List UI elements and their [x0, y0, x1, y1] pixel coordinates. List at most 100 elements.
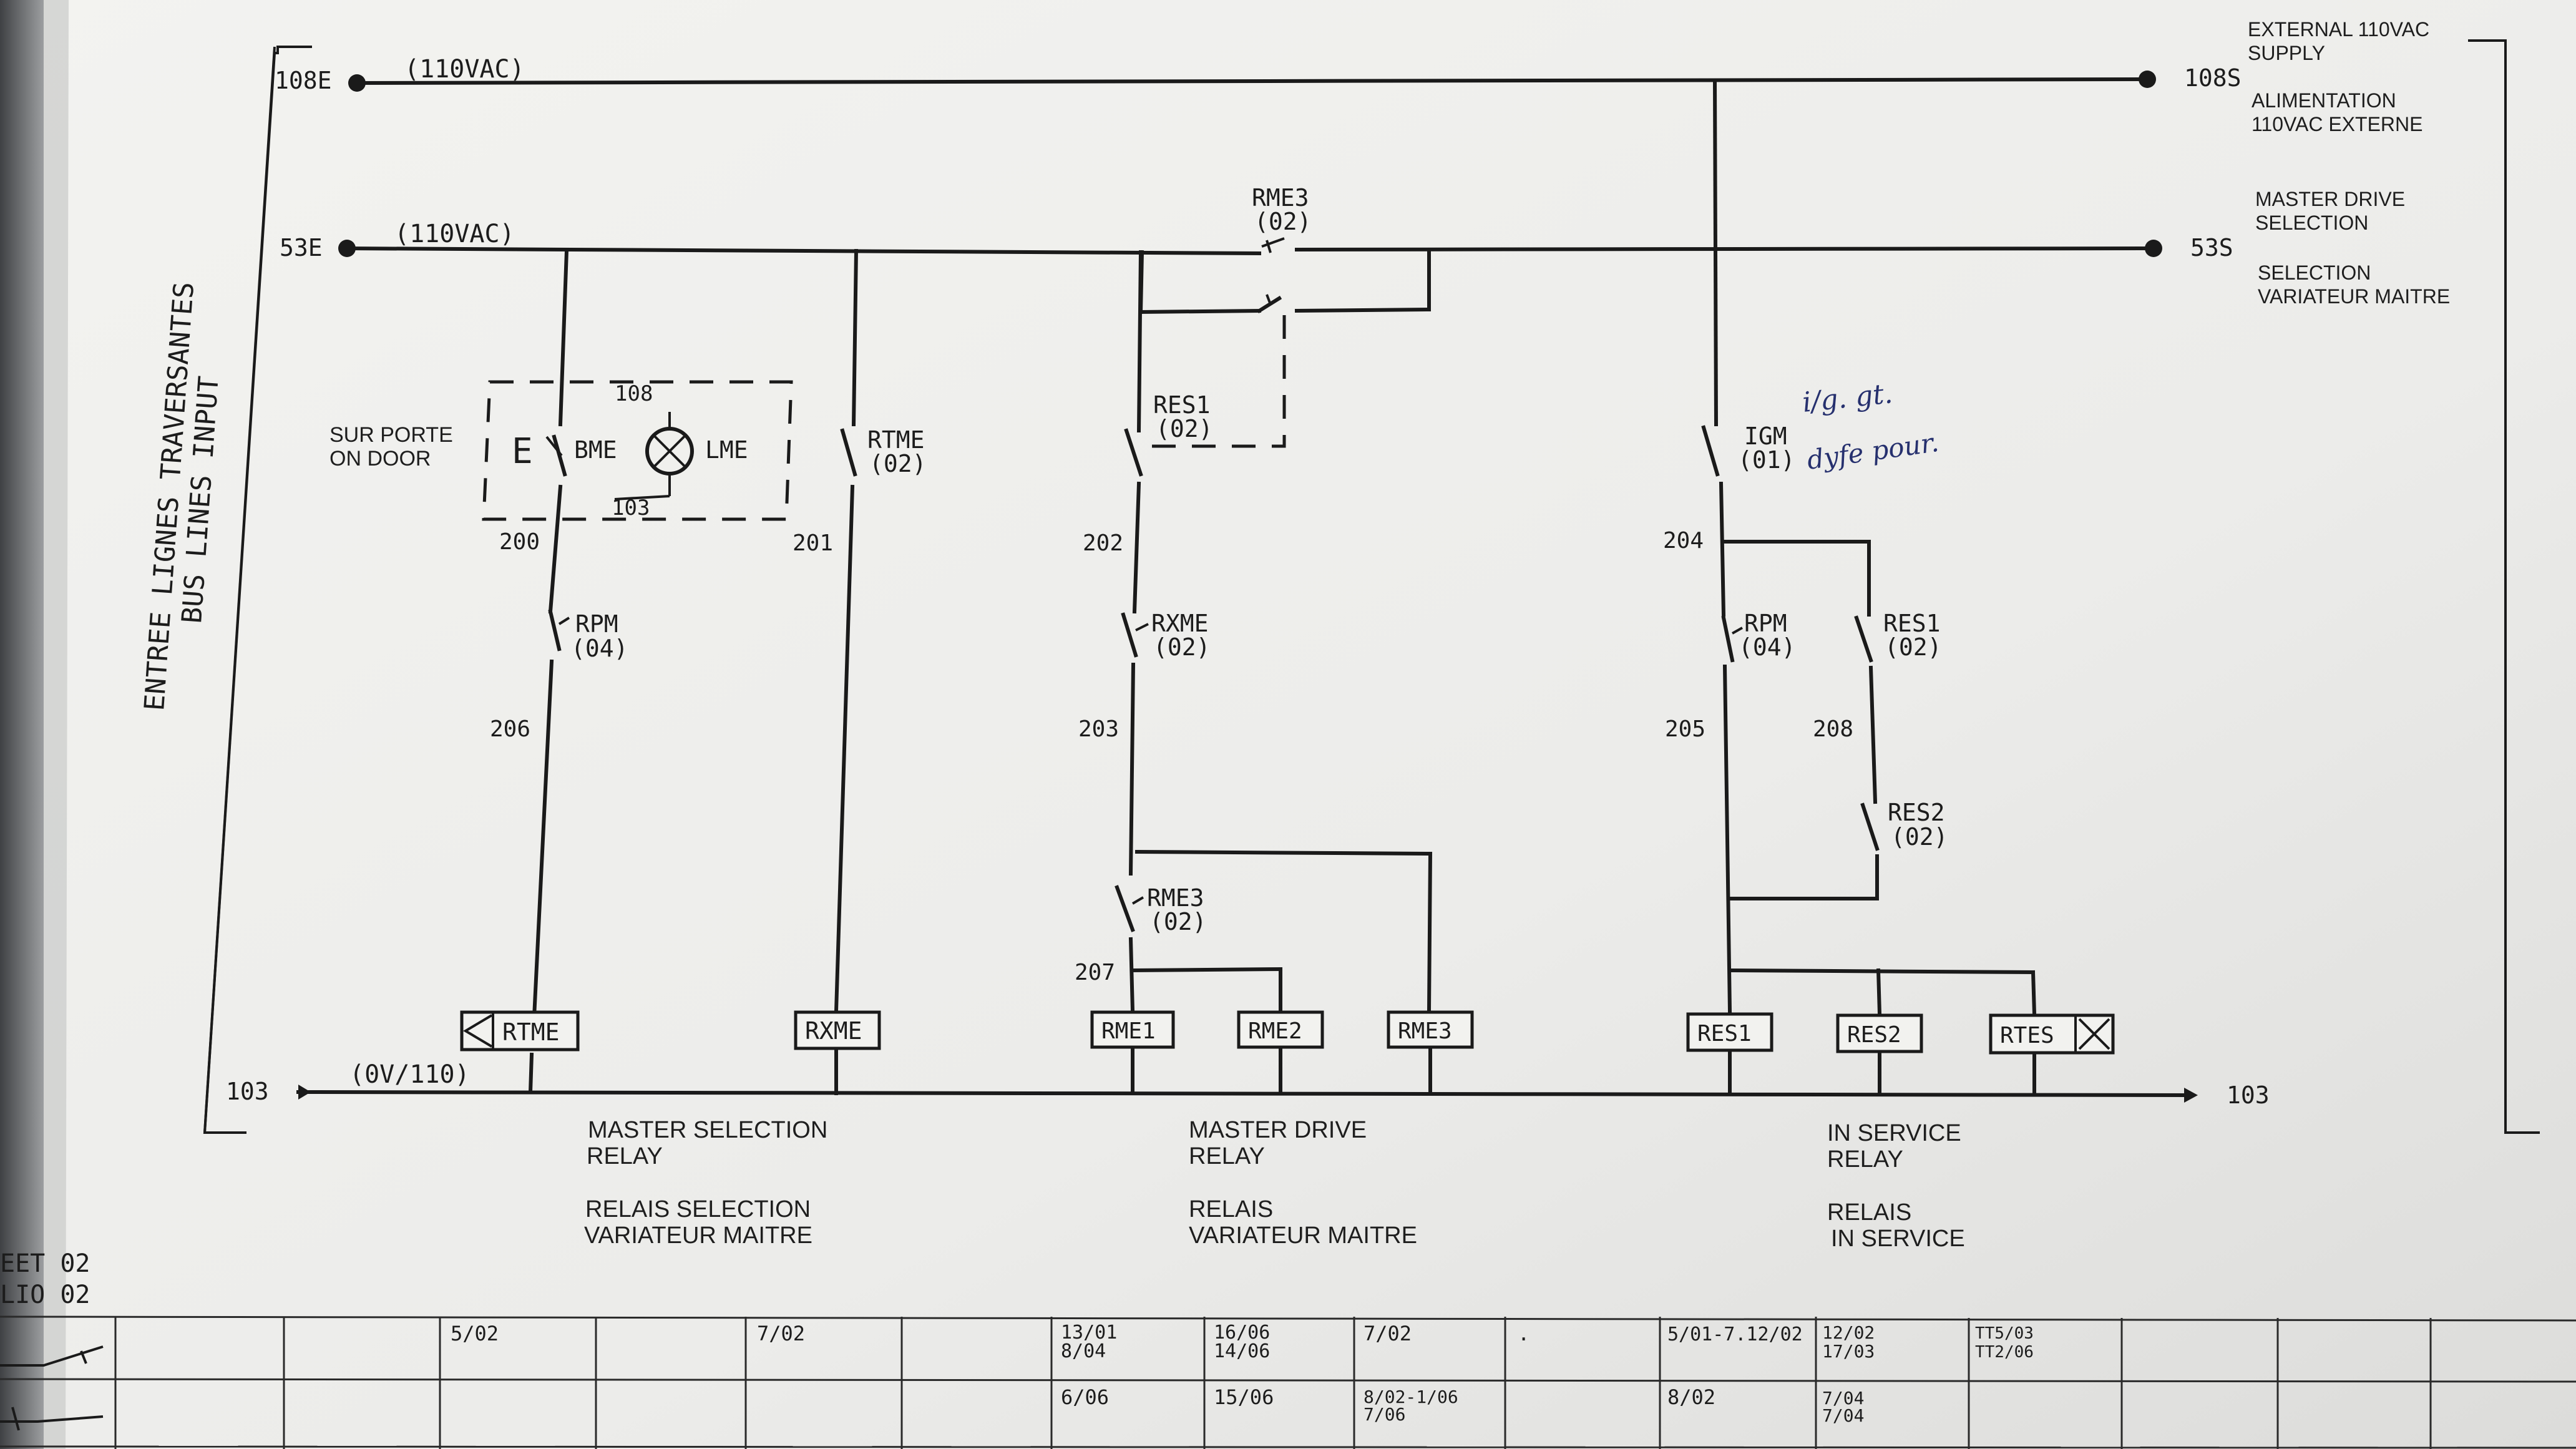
coil-rtme-label: RTME: [502, 1018, 560, 1046]
table-r1-c8a: 12/02: [1822, 1322, 1875, 1343]
rail-103-left-label: 103: [226, 1078, 269, 1105]
res1-a-name: RES1: [1153, 391, 1211, 419]
table-r1-c6: .: [1518, 1322, 1530, 1345]
door-lamp-group: E BME LME 108 103: [482, 380, 793, 521]
res1-b-ref: (02): [1885, 633, 1942, 661]
rme3-top-ref: (02): [1254, 208, 1312, 235]
coil-rtme: RTME: [460, 1010, 580, 1051]
bme-actuator: [545, 436, 563, 457]
wire-200: 200: [499, 529, 540, 555]
door-label-fr: SUR PORTE: [329, 423, 453, 447]
rail-53-left-label: 53E: [280, 234, 323, 261]
table-r1-c2: 7/02: [757, 1322, 805, 1345]
coil-rme1: RME1: [1090, 1010, 1175, 1049]
coil-res1-label: RES1: [1697, 1021, 1752, 1046]
g2-fr-1: RELAIS: [1189, 1196, 1273, 1222]
rpm1-ref: (04): [571, 635, 628, 662]
igm-ref: (01): [1738, 446, 1795, 474]
wire-208: 208: [1813, 716, 1853, 742]
wire-103: 103: [612, 495, 650, 520]
table-r1-c8b: 17/03: [1822, 1341, 1875, 1362]
rail-108-left-label: 108E: [275, 67, 332, 94]
rpm1-name: RPM: [575, 610, 618, 638]
external-fr-1: ALIMENTATION: [2252, 89, 2396, 112]
g1-en-1: MASTER SELECTION: [588, 1117, 827, 1143]
coil-rtes: RTES: [1989, 1013, 2115, 1055]
e-symbol: E: [512, 431, 533, 472]
rme3-b-name: RME3: [1147, 884, 1204, 912]
g3-en-1: IN SERVICE: [1827, 1120, 1961, 1146]
table-r1-c5: 7/02: [1364, 1322, 1412, 1345]
master-en-2: SELECTION: [2255, 212, 2368, 234]
rtme-contact-ref: (02): [869, 450, 927, 477]
wire-201: 201: [793, 530, 833, 556]
coil-rtes-label: RTES: [2000, 1023, 2054, 1048]
rail-53-voltage: (110VAC): [394, 220, 515, 248]
master-fr-2: VARIATEUR MAITRE: [2258, 285, 2450, 308]
door-label-en: ON DOOR: [329, 447, 431, 471]
coil-rxme-label: RXME: [805, 1017, 862, 1045]
branch-rtme: 200 206 RPM (04): [490, 248, 628, 1095]
g3-fr-1: RELAIS: [1827, 1199, 1911, 1226]
rail-108-right-label: 108S: [2184, 64, 2242, 92]
bme-contact: [552, 434, 567, 477]
rxme-contact-name: RXME: [1151, 610, 1209, 637]
coil-rme2-label: RME2: [1248, 1018, 1302, 1044]
wire-205: 205: [1665, 716, 1705, 742]
rail-108-voltage: (110VAC): [404, 55, 525, 84]
margin-text-2: LIO 02: [0, 1281, 90, 1309]
g2-en-1: MASTER DRIVE: [1189, 1117, 1367, 1143]
rme3-b-ref: (02): [1149, 908, 1207, 935]
rail-103-right-label: 103: [2227, 1081, 2270, 1109]
g2-en-2: RELAY: [1189, 1143, 1265, 1169]
master-en-1: MASTER DRIVE: [2255, 188, 2405, 210]
rtme-contact-name: RTME: [867, 426, 925, 454]
rxme-contact-ref: (02): [1153, 633, 1211, 661]
g3-fr-2: IN SERVICE: [1831, 1226, 1965, 1252]
coil-rme3-label: RME3: [1398, 1018, 1452, 1044]
rail-53: 53E (110VAC) 53S: [280, 220, 2233, 261]
external-fr-2: 110VAC EXTERNE: [2252, 113, 2422, 135]
branch-rxme: 201 RTME (02): [793, 248, 927, 1095]
table-r2-c5a: 7/04: [1822, 1388, 1864, 1408]
margin-text-1: EET 02: [0, 1249, 90, 1278]
page-edge: [44, 0, 69, 1449]
branch-res: IGM (01) 204 RPM (04) 205 RES1 (02) 208 …: [1663, 79, 2037, 1095]
g3-en-2: RELAY: [1827, 1146, 1903, 1173]
res2-contact-ref: (02): [1891, 823, 1948, 851]
external-en-2: SUPPLY: [2248, 42, 2325, 64]
res1-a-ref: (02): [1156, 415, 1213, 442]
branch-rme: RME3 (02) RES1 (02) 202 RXME (02) 203 RM…: [1075, 184, 1433, 1095]
g1-en-2: RELAY: [587, 1143, 663, 1169]
table-r1-c9a: TT5/03: [1975, 1324, 2034, 1343]
external-en-1: EXTERNAL 110VAC: [2248, 18, 2429, 41]
wire-203: 203: [1078, 716, 1119, 742]
page-edge-shadow: [0, 0, 44, 1449]
revision-table: 5/02 7/02 13/01 8/04 16/06 14/06 7/02 . …: [0, 1315, 2576, 1449]
table-r2-c5b: 7/04: [1822, 1405, 1864, 1426]
rail-103-voltage: (0V/110): [349, 1060, 470, 1089]
table-r2-c2: 15/06: [1214, 1385, 1274, 1409]
igm-name: IGM: [1744, 422, 1787, 450]
drawing-frame: [203, 39, 2540, 1134]
coil-rme1-label: RME1: [1101, 1018, 1156, 1044]
table-r1-c3b: 8/04: [1061, 1340, 1106, 1362]
res2-contact-name: RES2: [1888, 799, 1945, 826]
master-fr-1: SELECTION: [2258, 261, 2371, 284]
wire-108: 108: [615, 381, 653, 406]
g2-fr-2: VARIATEUR MAITRE: [1189, 1222, 1417, 1249]
table-r1-c9b: TT2/06: [1975, 1343, 2034, 1362]
rme3-top-name: RME3: [1252, 184, 1309, 212]
g1-fr-1: RELAIS SELECTION: [585, 1196, 811, 1222]
lme-label: LME: [705, 436, 748, 464]
table-r1-c7: 5/01-7.12/02: [1667, 1324, 1803, 1345]
wire-202: 202: [1083, 530, 1123, 556]
rail-53-right-label: 53S: [2190, 234, 2233, 261]
rail-103: 103 (0V/110) 103: [226, 1060, 2270, 1109]
rail-108: 108E (110VAC) 108S: [275, 55, 2242, 94]
table-r2-c3b: 7/06: [1364, 1404, 1405, 1425]
table-r1-c4b: 14/06: [1214, 1340, 1270, 1362]
